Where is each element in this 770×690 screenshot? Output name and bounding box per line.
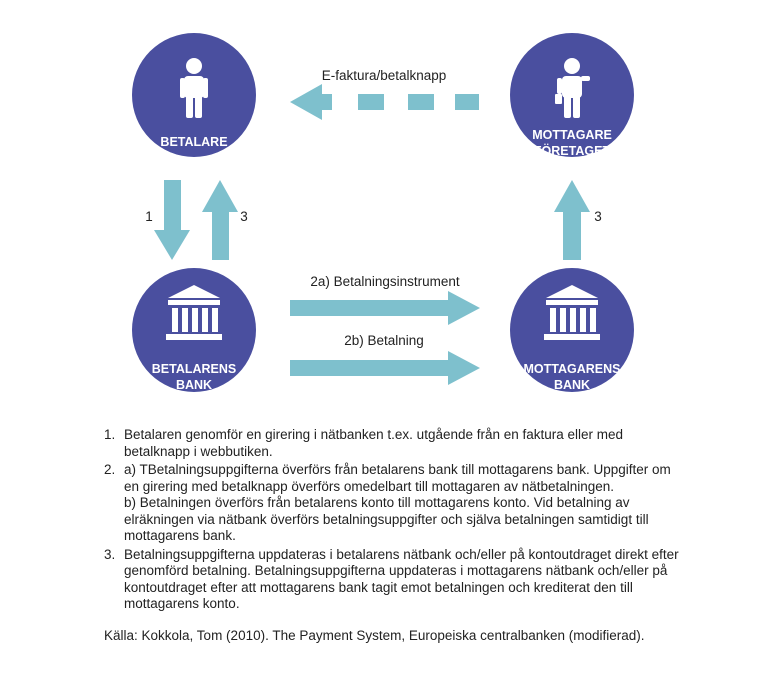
betalare-label: BETALARE xyxy=(160,135,227,149)
instrument-label: 2a) Betalningsinstrument xyxy=(310,274,460,289)
step-1-down-arrow xyxy=(154,180,190,260)
step-3-up-arrow-left xyxy=(202,180,238,260)
list-item-text: Betalaren genomför en girering i nätbank… xyxy=(124,427,624,459)
betalarens-bank-sublabel: BANK xyxy=(176,378,212,392)
source-citation: Källa: Kokkola, Tom (2010). The Payment … xyxy=(104,628,645,643)
explanation-list: 1. Betalaren genomför en girering i nätb… xyxy=(104,427,684,615)
betalning-label: 2b) Betalning xyxy=(344,333,424,348)
list-item-number: 1. xyxy=(104,427,116,442)
step-3-label-left: 3 xyxy=(240,209,248,224)
list-item-number: 3. xyxy=(104,546,116,562)
mottagarens-bank-sublabel: BANK xyxy=(554,378,590,392)
efaktura-dashed-arrow xyxy=(290,84,479,120)
payment-flow-diagram: BETALARE MOTTAGARE (FÖRETAGET) BETALAREN… xyxy=(132,33,634,392)
efaktura-label: E-faktura/betalknapp xyxy=(322,68,447,83)
mottagarens-bank-label: MOTTAGARENS xyxy=(524,362,621,376)
list-item-text: b) Betalningen överförs från betalarens … xyxy=(124,495,649,543)
bank-icon xyxy=(166,285,222,340)
list-item: 2. a) TBetalningsuppgifterna överförs fr… xyxy=(104,462,684,545)
list-item-text: Betalningsuppgifterna uppdateras i betal… xyxy=(124,546,679,612)
step-1-label: 1 xyxy=(145,209,153,224)
mottagare-sublabel: (FÖRETAGET) xyxy=(530,143,614,158)
betalarens-bank-label: BETALARENS xyxy=(152,362,237,376)
mottagare-label: MOTTAGARE xyxy=(532,128,612,142)
list-item: 1. Betalaren genomför en girering i nätb… xyxy=(104,427,684,460)
list-item: 3. Betalningsuppgifterna uppdateras i be… xyxy=(104,547,684,613)
bank-icon xyxy=(544,285,600,340)
person-icon xyxy=(180,58,208,118)
step-3-up-arrow-right xyxy=(554,180,590,260)
list-item-number: 2. xyxy=(104,462,116,477)
step-3-label-right: 3 xyxy=(594,209,602,224)
instrument-arrow xyxy=(290,291,480,325)
businessman-icon xyxy=(555,58,590,118)
list-item-text: a) TBetalningsuppgifterna överförs från … xyxy=(124,462,671,494)
betalning-arrow xyxy=(290,351,480,385)
